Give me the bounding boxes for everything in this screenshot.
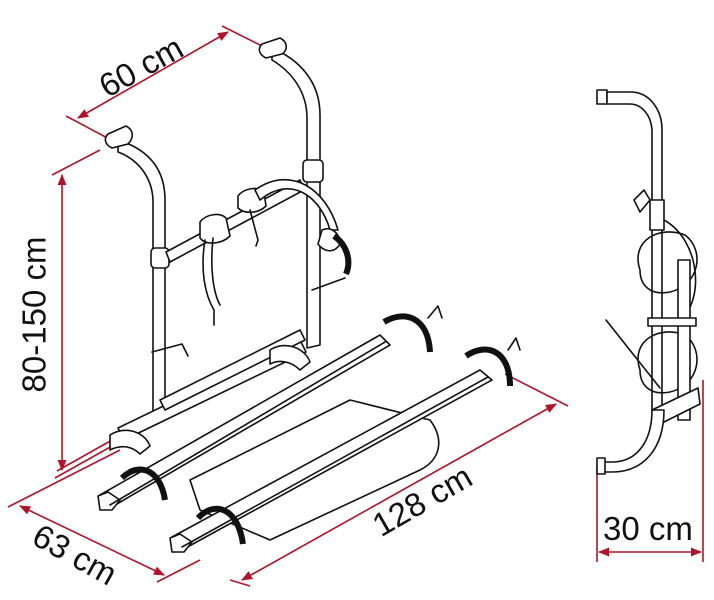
- dimension-63cm: [7, 449, 201, 583]
- dimension-label-30cm: 30 cm: [603, 510, 693, 547]
- dimension-30cm: [596, 380, 704, 562]
- dimension-label-80-150cm: 80-150 cm: [15, 236, 53, 393]
- dimension-80-150cm: [51, 149, 113, 479]
- dimension-128cm: [229, 373, 569, 587]
- wall-mount-right: [258, 37, 288, 59]
- bike-rack-side-view: [596, 89, 701, 475]
- wall-mount-left: [104, 125, 134, 149]
- bike-rack-isometric: [97, 37, 521, 553]
